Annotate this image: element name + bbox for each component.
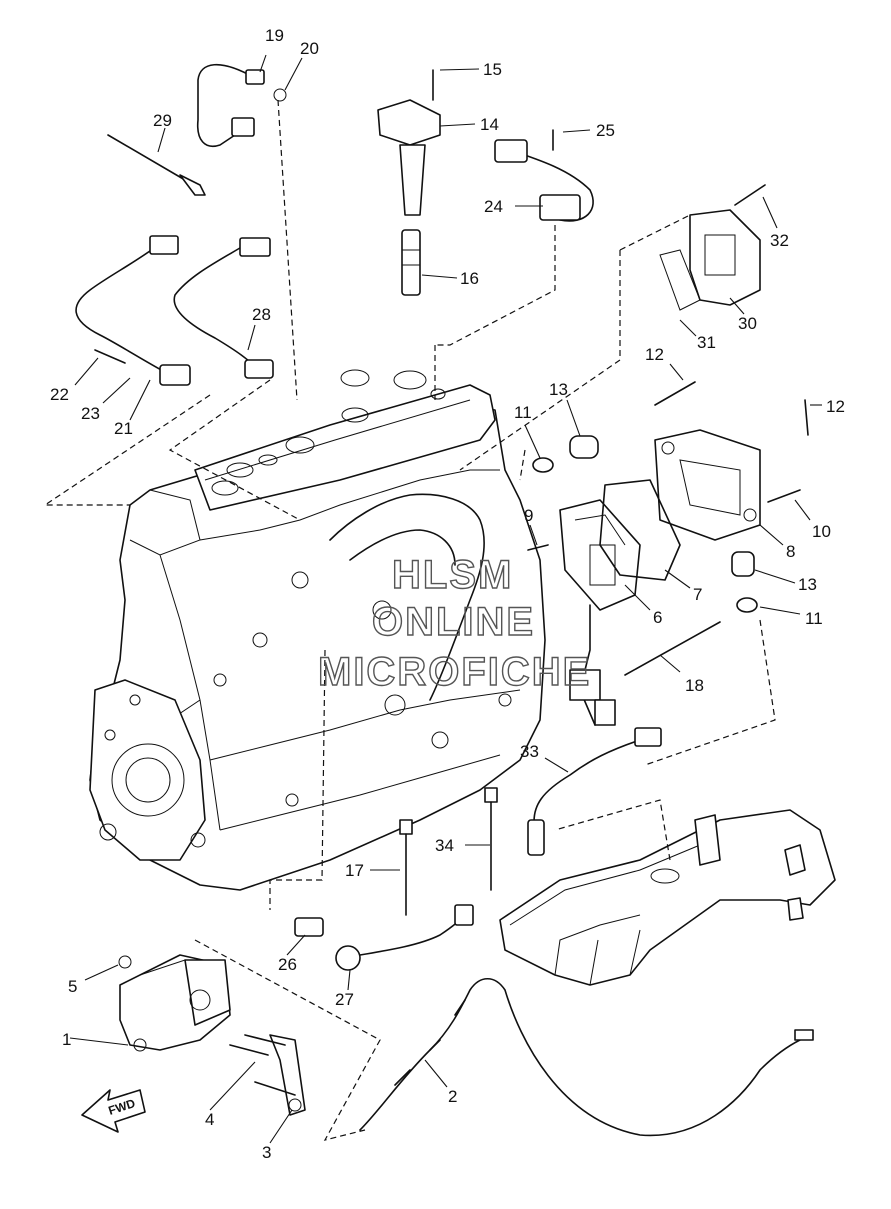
harness-18 <box>569 604 721 726</box>
callout-5: 5 <box>68 977 77 996</box>
sensor-26-27 <box>294 904 474 971</box>
watermark-line-2: ONLINE <box>372 600 535 644</box>
watermark: HLSM ONLINE MICROFICHE <box>317 552 591 694</box>
sensor-19-20 <box>196 63 287 147</box>
callout-29: 29 <box>153 111 172 130</box>
gasket-7 <box>599 479 681 581</box>
callout-30: 30 <box>738 314 757 333</box>
callout-7: 7 <box>693 585 702 604</box>
watermark-line-3: MICROFICHE <box>318 650 591 694</box>
intake-manifold <box>499 809 836 986</box>
callout-12-right: 12 <box>826 397 845 416</box>
callout-10: 10 <box>812 522 831 541</box>
callout-28: 28 <box>252 305 271 324</box>
sensor-33 <box>527 727 662 856</box>
sensor-28-wire <box>173 237 274 379</box>
callout-23: 23 <box>81 404 100 423</box>
leader-lines <box>69 54 822 1144</box>
callout-31: 31 <box>697 333 716 352</box>
callout-labels: 1 2 3 4 5 6 7 8 9 10 11 11 12 12 13 13 1… <box>50 26 845 1162</box>
assembly-lines <box>43 99 776 1141</box>
callout-8: 8 <box>786 542 795 561</box>
callout-9: 9 <box>524 506 533 525</box>
module-6 <box>559 499 641 611</box>
callout-4: 4 <box>205 1110 214 1129</box>
sensor-29 <box>107 134 206 196</box>
callout-13-lower: 13 <box>798 575 817 594</box>
callout-16: 16 <box>460 269 479 288</box>
forward-direction-arrow: FWD <box>81 1089 146 1133</box>
ignition-coil-14 <box>377 69 441 216</box>
callout-27: 27 <box>335 990 354 1009</box>
cable-ties <box>399 787 498 916</box>
callout-6: 6 <box>653 608 662 627</box>
watermark-line-1: HLSM <box>392 553 513 597</box>
sensor-30-31-32 <box>659 184 766 311</box>
sensor-21-wire <box>75 235 191 386</box>
throttle-body-part <box>118 954 231 1052</box>
callout-11-lower: 11 <box>805 609 823 628</box>
callout-3: 3 <box>262 1143 271 1162</box>
engine-block <box>89 369 546 891</box>
callout-22: 22 <box>50 385 69 404</box>
callout-20: 20 <box>300 39 319 58</box>
sensor-24-25 <box>494 129 594 222</box>
callout-15: 15 <box>483 60 502 79</box>
callout-21: 21 <box>114 419 133 438</box>
callout-32: 32 <box>770 231 789 250</box>
callout-11-upper: 11 <box>514 403 532 422</box>
callout-2: 2 <box>448 1087 457 1106</box>
callout-33: 33 <box>520 742 539 761</box>
throttle-cable-part <box>359 977 814 1137</box>
callout-34: 34 <box>435 836 454 855</box>
spark-plug-16 <box>401 229 421 296</box>
bracket-part <box>229 1034 306 1116</box>
bolts <box>94 349 809 551</box>
callout-25: 25 <box>596 121 615 140</box>
callout-12-left: 12 <box>645 345 664 364</box>
callout-19: 19 <box>265 26 284 45</box>
callout-14: 14 <box>480 115 499 134</box>
callout-18: 18 <box>685 676 704 695</box>
callout-13-upper: 13 <box>549 380 568 399</box>
callout-24: 24 <box>484 197 503 216</box>
callout-1: 1 <box>62 1030 71 1049</box>
callout-17: 17 <box>345 861 364 880</box>
grommets <box>532 435 758 613</box>
callout-26: 26 <box>278 955 297 974</box>
